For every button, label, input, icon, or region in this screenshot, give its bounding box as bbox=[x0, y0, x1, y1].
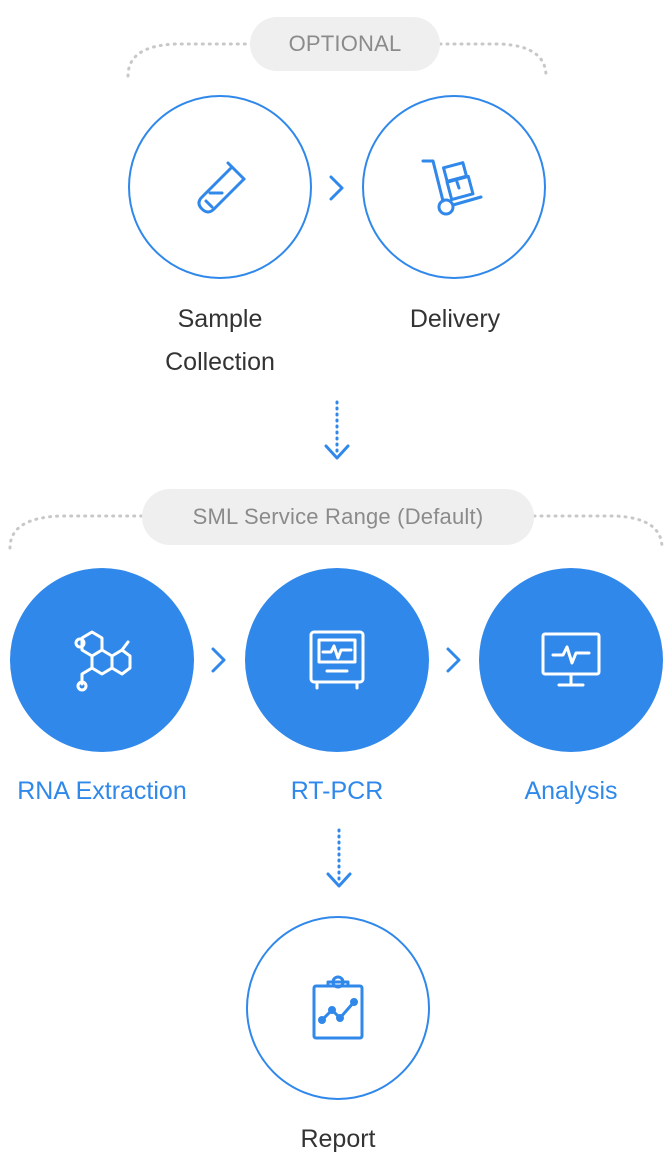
step-delivery bbox=[362, 95, 546, 279]
clipboard-chart-icon bbox=[312, 975, 364, 1040]
chevron-right-icon bbox=[446, 647, 461, 673]
step-label-rt-pcr: RT-PCR bbox=[290, 777, 384, 805]
step-rt-pcr bbox=[245, 568, 429, 752]
default-bracket bbox=[8, 514, 664, 550]
pcr-machine-icon bbox=[309, 630, 365, 690]
step-analysis bbox=[479, 568, 663, 752]
step-report bbox=[246, 916, 430, 1100]
molecule-icon bbox=[74, 630, 132, 692]
step-label-delivery: Delivery bbox=[409, 305, 501, 333]
step-label-sample-collection: Sample Collection bbox=[165, 305, 275, 376]
optional-bracket bbox=[126, 42, 548, 78]
default-group-title: SML Service Range (Default) bbox=[142, 489, 534, 545]
hand-truck-icon bbox=[421, 159, 483, 216]
dotted-arrow-down-icon bbox=[324, 400, 350, 460]
step-label-report: Report bbox=[300, 1125, 376, 1153]
optional-group-title: OPTIONAL bbox=[250, 17, 440, 71]
chevron-right-icon bbox=[329, 175, 344, 201]
step-sample-collection bbox=[128, 95, 312, 279]
step-label-rna-extraction: RNA Extraction bbox=[17, 777, 187, 805]
test-tube-icon bbox=[197, 161, 246, 214]
step-label-analysis: Analysis bbox=[524, 777, 618, 805]
step-rna-extraction bbox=[10, 568, 194, 752]
monitor-pulse-icon bbox=[541, 632, 601, 687]
chevron-right-icon bbox=[211, 647, 226, 673]
dotted-arrow-down-icon bbox=[326, 828, 352, 888]
